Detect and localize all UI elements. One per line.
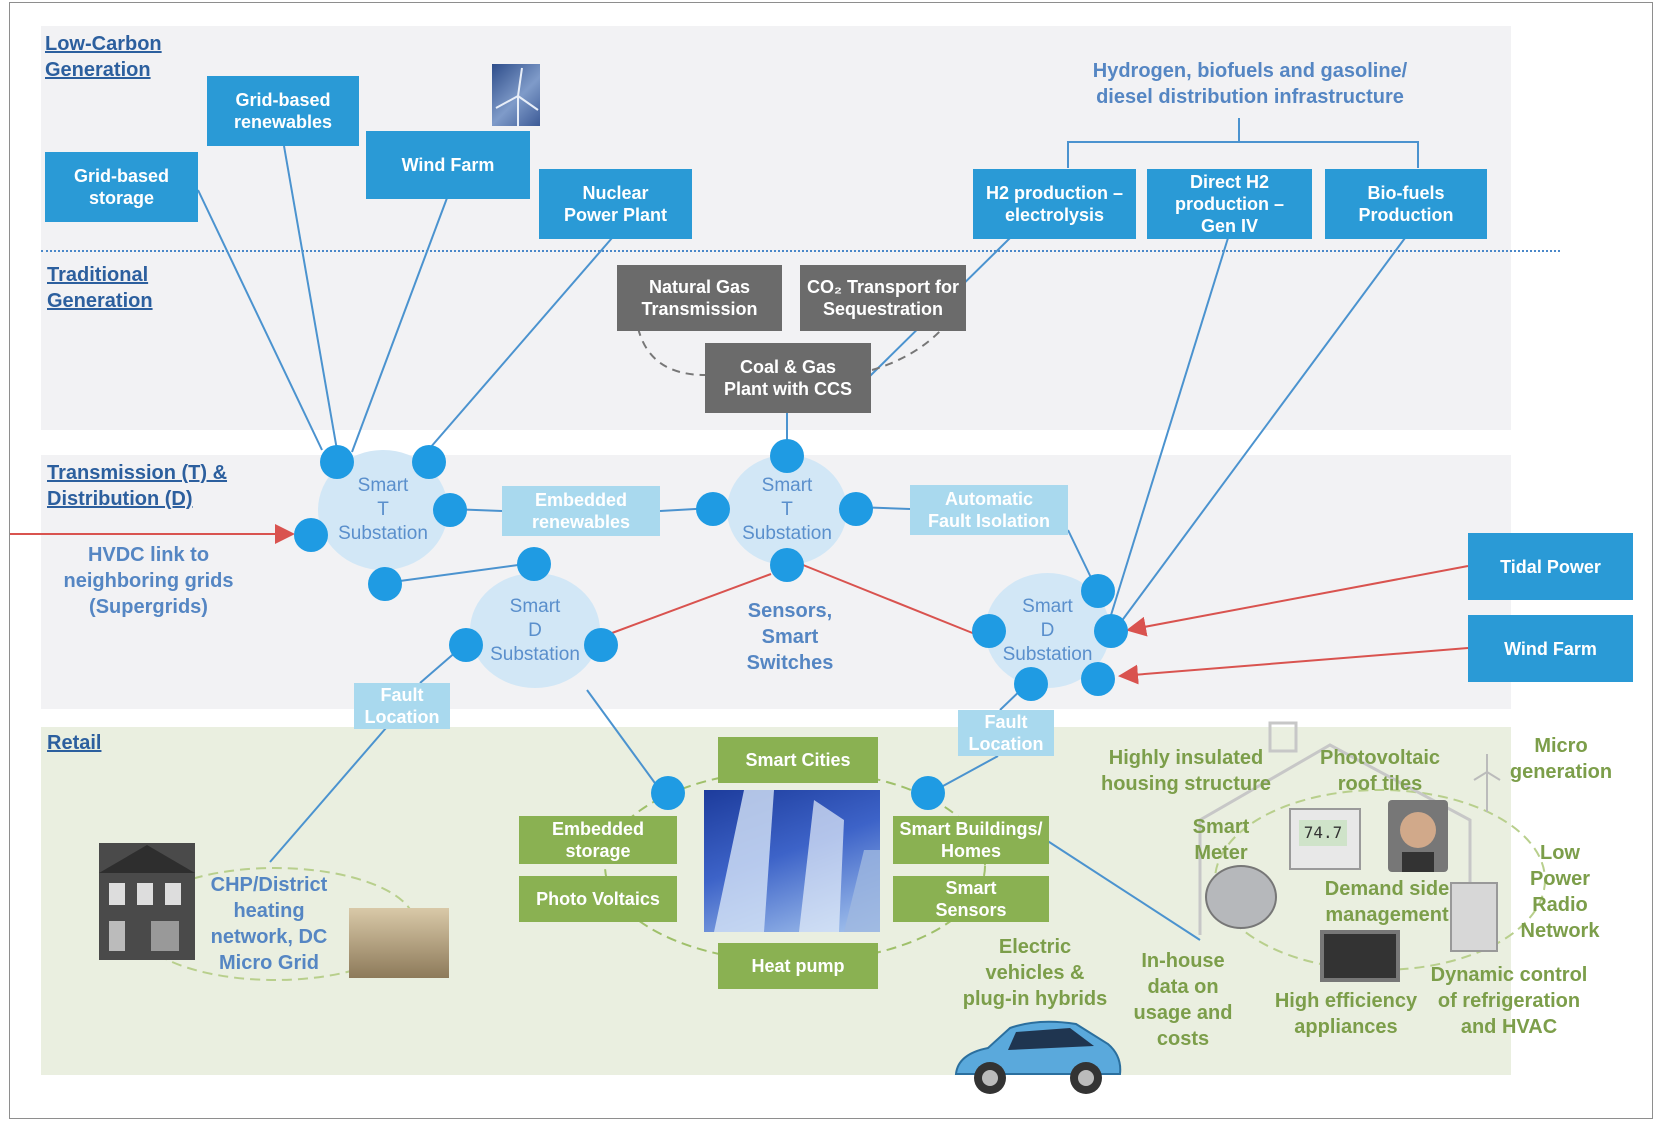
node <box>839 492 873 526</box>
node <box>320 445 354 479</box>
inhouse-data-label: In-house data on usage and costs <box>1133 950 1233 1050</box>
section-traditional: Traditional Generation <box>47 264 153 312</box>
embedded-renewables-box: Embedded renewables <box>502 486 660 536</box>
grid-renewables-box: Grid-based renewables <box>207 76 359 146</box>
terrace-houses-photo <box>349 908 449 978</box>
demand-side-label: Demand side management <box>1324 878 1450 926</box>
grid-storage-box: Grid-based storage <box>45 152 198 222</box>
sensors-switches-label: Sensors, Smart Switches <box>746 600 834 674</box>
diagram-frame <box>9 2 1653 1119</box>
house-outline <box>1198 743 1472 940</box>
nuclear-box: Nuclear Power Plant <box>539 169 692 239</box>
fault-location-left-box: Fault Location <box>354 683 450 729</box>
embedded-storage-box: Embedded storage <box>519 816 677 864</box>
person-photo <box>1388 800 1448 872</box>
section-retail: Retail <box>47 732 102 754</box>
electric-car-image <box>948 1016 1124 1102</box>
section-low-carbon: Low-Carbon Generation <box>45 33 162 81</box>
chp-label: CHP/District heating network, DC Micro G… <box>210 874 328 974</box>
wind-farm-box: Wind Farm <box>366 131 530 199</box>
heat-pump-box: Heat pump <box>718 943 878 989</box>
section-transmission-distribution: Transmission (T) & Distribution (D) <box>47 462 228 510</box>
low-power-radio-label: Low Power Radio Network <box>1520 842 1600 942</box>
node <box>1081 662 1115 696</box>
link-t2-d2-red <box>802 564 976 635</box>
link-d1-smartcities <box>586 689 661 791</box>
node <box>368 567 402 601</box>
smart-t-substation-center: Smart T Substation <box>727 455 847 565</box>
micro-generation-label: Micro generation <box>1509 735 1613 783</box>
link-nuclear-t <box>429 237 613 449</box>
chimney <box>1268 721 1298 753</box>
thermostat-image: 74.7 <box>1289 808 1361 870</box>
insulated-housing-label: Highly insulated housing structure <box>1100 747 1271 795</box>
node <box>770 439 804 473</box>
link-renewables-t <box>283 145 338 451</box>
node <box>517 547 551 581</box>
tidal-arrow <box>1126 565 1469 637</box>
pv-roof-tiles-label: Photovoltaic roof tiles <box>1319 747 1440 795</box>
tidal-power-box: Tidal Power <box>1468 533 1633 600</box>
micro-turbine-image <box>1472 752 1502 812</box>
h2-electrolysis-box: H2 production – electrolysis <box>973 169 1136 239</box>
node <box>584 628 618 662</box>
link-directh2-d <box>1106 237 1229 629</box>
node <box>770 548 804 582</box>
high-efficiency-label: High efficiency appliances <box>1274 990 1418 1038</box>
node <box>651 776 685 810</box>
house-photo-left <box>99 843 195 960</box>
natural-gas-dashed-arc <box>637 327 706 376</box>
city-skyscrapers-image <box>704 790 880 932</box>
node <box>1081 574 1115 608</box>
smart-sensors-box: Smart Sensors <box>893 876 1049 922</box>
link-t1-d1 <box>384 562 534 584</box>
thermostat-reading: 74.7 <box>1299 820 1347 846</box>
node <box>911 776 945 810</box>
smart-cities-box: Smart Cities <box>718 737 878 783</box>
smart-meter-image <box>1205 865 1277 929</box>
refrigerator-image <box>1450 882 1498 952</box>
direct-h2-box: Direct H2 production – Gen IV <box>1147 169 1312 239</box>
node <box>294 518 328 552</box>
link-buildings-house <box>1042 837 1201 941</box>
ev-label: Electric vehicles & plug-in hybrids <box>962 936 1108 1010</box>
smart-buildings-box: Smart Buildings/ Homes <box>893 816 1049 864</box>
coal-gas-ccs-box: Coal & Gas Plant with CCS <box>705 343 871 413</box>
link-fault-chp <box>269 727 387 863</box>
node <box>972 614 1006 648</box>
wind-turbine-image <box>492 64 540 126</box>
fault-location-right-box: Fault Location <box>958 710 1054 756</box>
co2-transport-box: CO₂ Transport for Sequestration <box>800 265 966 331</box>
biofuels-box: Bio-fuels Production <box>1325 169 1487 239</box>
link-storage-t <box>197 189 323 451</box>
node <box>696 492 730 526</box>
photo-voltaics-box: Photo Voltaics <box>519 876 677 922</box>
hvdc-label: HVDC link to neighboring grids (Supergri… <box>63 544 234 618</box>
dynamic-control-label: Dynamic control of refrigeration and HVA… <box>1430 964 1588 1038</box>
smart-d-substation-left: Smart D Substation <box>470 573 600 688</box>
node <box>1014 667 1048 701</box>
hydrogen-bracket <box>1067 118 1419 168</box>
node <box>1094 614 1128 648</box>
link-biofuels-d <box>1114 237 1406 631</box>
generation-divider <box>41 250 1560 252</box>
link-t2-d1-red <box>611 573 772 634</box>
wind-farm-right-arrow <box>1118 647 1469 685</box>
node <box>449 628 483 662</box>
node <box>412 445 446 479</box>
link-wind-t <box>351 197 448 453</box>
display-screen-image <box>1320 930 1400 982</box>
hydrogen-header: Hydrogen, biofuels and gasoline/ diesel … <box>1092 60 1408 108</box>
smart-meter-label: Smart Meter <box>1192 816 1250 864</box>
automatic-fault-isolation-box: Automatic Fault Isolation <box>910 485 1068 535</box>
node <box>433 493 467 527</box>
natural-gas-box: Natural Gas Transmission <box>617 265 782 331</box>
wind-farm-right-box: Wind Farm <box>1468 615 1633 682</box>
